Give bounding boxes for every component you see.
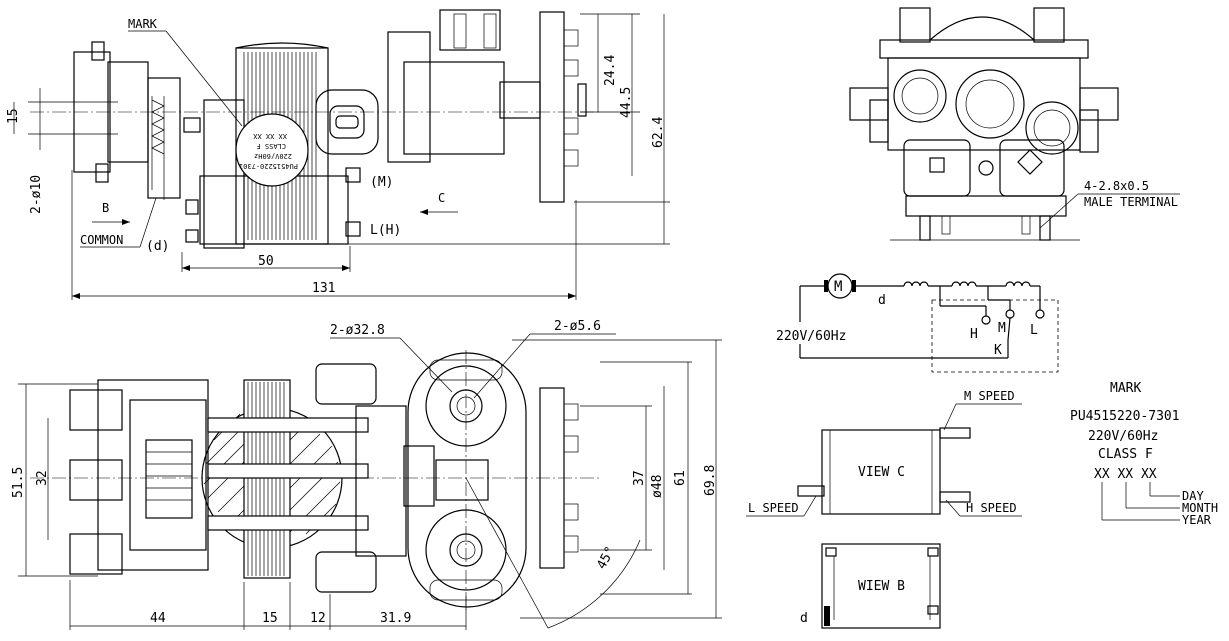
motor-label: M — [834, 279, 842, 295]
dim-51-5: 51.5 — [11, 467, 26, 498]
terminal-spec-line2: MALE TERMINAL — [1084, 195, 1178, 209]
label-mark: MARK — [128, 17, 158, 31]
view-b-body — [821, 543, 941, 629]
terminal-lh — [345, 221, 361, 237]
label-lh-top: L(H) — [370, 223, 401, 238]
impeller — [539, 11, 565, 203]
legend-month: MONTH — [1182, 501, 1218, 515]
view-c-title: VIEW C — [858, 465, 905, 480]
brush-spring — [151, 99, 165, 155]
coil-3 — [1005, 281, 1031, 287]
dim-69-8: 69.8 — [703, 465, 718, 496]
stamp-line4: XX XX XX — [252, 132, 287, 140]
dim-2d32-8: 2-ø32.8 — [330, 323, 385, 338]
dim-62-4: 62.4 — [651, 117, 666, 148]
dim-15-top: 15 — [6, 108, 21, 124]
coil-1 — [903, 281, 929, 287]
dim-44: 44 — [150, 611, 166, 626]
dim-37: 37 — [632, 470, 647, 486]
view-b-d: d — [800, 611, 808, 626]
legend-line2: 220V/60Hz — [1088, 429, 1158, 444]
legend-day: DAY — [1182, 489, 1204, 503]
legend-line1: PU4515220-7301 — [1070, 409, 1180, 424]
dim-44-5: 44.5 — [619, 87, 634, 118]
dim-24-4: 24.4 — [603, 55, 618, 86]
dim-12: 12 — [310, 611, 326, 626]
legend-title: MARK — [1110, 381, 1141, 396]
dim-32-bottom: 32 — [35, 470, 50, 486]
dim-31-9: 31.9 — [380, 611, 411, 626]
view-b-title: WIEW B — [858, 579, 905, 594]
circuit-l: L — [1030, 323, 1038, 338]
stator-frame — [203, 99, 245, 249]
circuit-diagram: M d 220V/60Hz H M L K — [776, 273, 1059, 373]
view-c: VIEW C M SPEED L SPEED H SPEED — [746, 389, 1022, 517]
mark-stamp — [235, 113, 309, 187]
front-rotor — [955, 69, 1025, 139]
terminal-m — [345, 167, 361, 183]
circuit-m: M — [998, 321, 1006, 336]
mark-legend: MARK PU4515220-7301 220V/60Hz CLASS F XX… — [1070, 381, 1218, 527]
shaft — [499, 81, 541, 119]
dim-45deg: 45° — [594, 544, 618, 572]
label-b: B — [102, 201, 109, 215]
switch-box — [931, 299, 1059, 373]
dim-2d10: 2-ø10 — [29, 175, 44, 214]
supply-label: 220V/60Hz — [776, 329, 846, 344]
dim-131: 131 — [312, 281, 335, 296]
h-speed: H SPEED — [966, 501, 1017, 515]
front-view: 4-2.8x0.5 MALE TERMINAL — [849, 7, 1180, 241]
pump-housing — [387, 31, 431, 163]
label-d-top: (d) — [146, 239, 169, 254]
label-common: COMMON — [80, 233, 123, 247]
legend-line4: XX XX XX — [1094, 467, 1157, 482]
l-speed: L SPEED — [748, 501, 799, 515]
front-port-left — [893, 69, 947, 123]
circuit-h: H — [970, 327, 978, 342]
stamp-line3: CLASS F — [256, 142, 286, 150]
circuit-d: d — [878, 293, 886, 308]
label-m-top: (M) — [370, 175, 393, 190]
bearing-block — [315, 89, 379, 155]
top-view: PU4515220-7301 220V/60Hz CLASS F XX XX X… — [6, 9, 670, 300]
m-speed: M SPEED — [964, 389, 1015, 403]
coil-2 — [951, 281, 977, 287]
stamp-line2: 220V/60Hz — [254, 152, 292, 160]
legend-line3: CLASS F — [1098, 447, 1153, 462]
front-port-right — [1025, 101, 1079, 155]
dim-61: 61 — [673, 470, 688, 486]
pump-volute — [407, 352, 527, 608]
terminal-spec-line1: 4-2.8x0.5 — [1084, 179, 1149, 193]
bottom-view: 2-ø32.8 2-ø5.6 51.5 32 37 ø48 61 69.8 45… — [11, 319, 722, 630]
legend-year: YEAR — [1182, 513, 1212, 527]
dim-50: 50 — [258, 254, 274, 269]
stamp-line1: PU4515220-7301 — [239, 162, 298, 170]
front-housing — [887, 57, 1081, 151]
dim-d48: ø48 — [650, 475, 665, 498]
view-c-body — [821, 429, 941, 515]
dim-15-bottom: 15 — [262, 611, 278, 626]
circuit-k: K — [994, 343, 1002, 358]
dim-2d5-6: 2-ø5.6 — [554, 319, 601, 334]
stator-plan — [243, 379, 291, 579]
label-c: C — [438, 191, 445, 205]
view-b: WIEW B d — [800, 543, 941, 629]
